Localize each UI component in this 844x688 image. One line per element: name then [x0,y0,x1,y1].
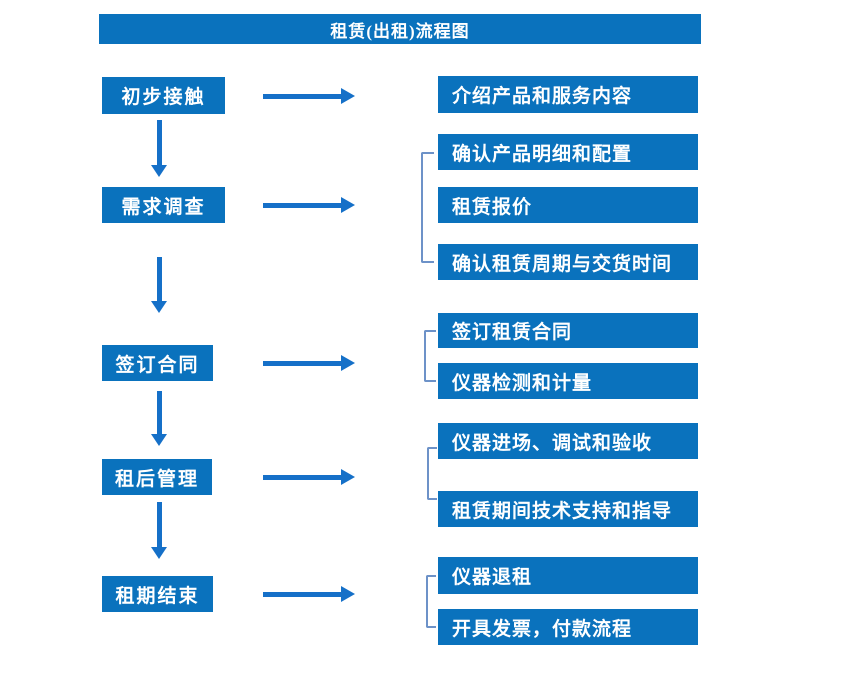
arrow-head [151,301,167,313]
detail-box-rental-quotation: 租赁报价 [438,187,698,223]
detail-box-sign-rental-contract: 签订租赁合同 [438,313,698,348]
arrow-head [341,469,355,485]
bracket-group-sign-contract [424,330,436,382]
arrow-down-icon [151,502,167,559]
arrow-right-icon [263,197,355,213]
step-box-initial-contact: 初步接触 [102,77,225,114]
arrow-shaft [263,591,342,597]
arrow-shaft [263,202,342,208]
arrow-shaft [156,391,162,435]
arrow-head [341,355,355,371]
arrow-head [341,88,355,104]
arrow-head [341,197,355,213]
page-title: 租赁(出租)流程图 [330,21,470,41]
detail-box-confirm-rental-period: 确认租赁周期与交货时间 [438,244,698,280]
arrow-shaft [156,257,162,302]
step-box-post-rental-management: 租后管理 [102,459,212,495]
step-box-sign-contract: 签订合同 [102,345,213,381]
arrow-down-icon [151,120,167,177]
arrow-shaft [263,360,342,366]
detail-box-instrument-testing: 仪器检测和计量 [438,363,698,399]
detail-box-introduce-products: 介绍产品和服务内容 [438,76,698,113]
arrow-right-icon [263,469,355,485]
arrow-head [151,547,167,559]
detail-box-confirm-product-details: 确认产品明细和配置 [438,134,698,170]
arrow-shaft [263,474,342,480]
detail-box-invoice-payment: 开具发票，付款流程 [438,609,698,645]
arrow-right-icon [263,586,355,602]
step-box-rental-end: 租期结束 [102,576,213,612]
arrow-right-icon [263,88,355,104]
bracket-group-demand-survey [421,152,434,263]
arrow-shaft [156,120,162,166]
step-box-demand-survey: 需求调查 [102,187,225,223]
arrow-shaft [263,93,342,99]
bracket-group-rental-end [426,575,436,628]
bracket-group-post-rental [427,447,437,500]
arrow-right-icon [263,355,355,371]
arrow-down-icon [151,257,167,313]
arrow-down-icon [151,391,167,446]
detail-box-tech-support: 租赁期间技术支持和指导 [438,491,698,527]
arrow-head [151,434,167,446]
arrow-head [341,586,355,602]
title-bar: 租赁(出租)流程图 [99,14,701,44]
detail-box-instrument-setup: 仪器进场、调试和验收 [438,423,698,459]
arrow-shaft [156,502,162,548]
arrow-head [151,165,167,177]
detail-box-instrument-return: 仪器退租 [438,557,698,594]
